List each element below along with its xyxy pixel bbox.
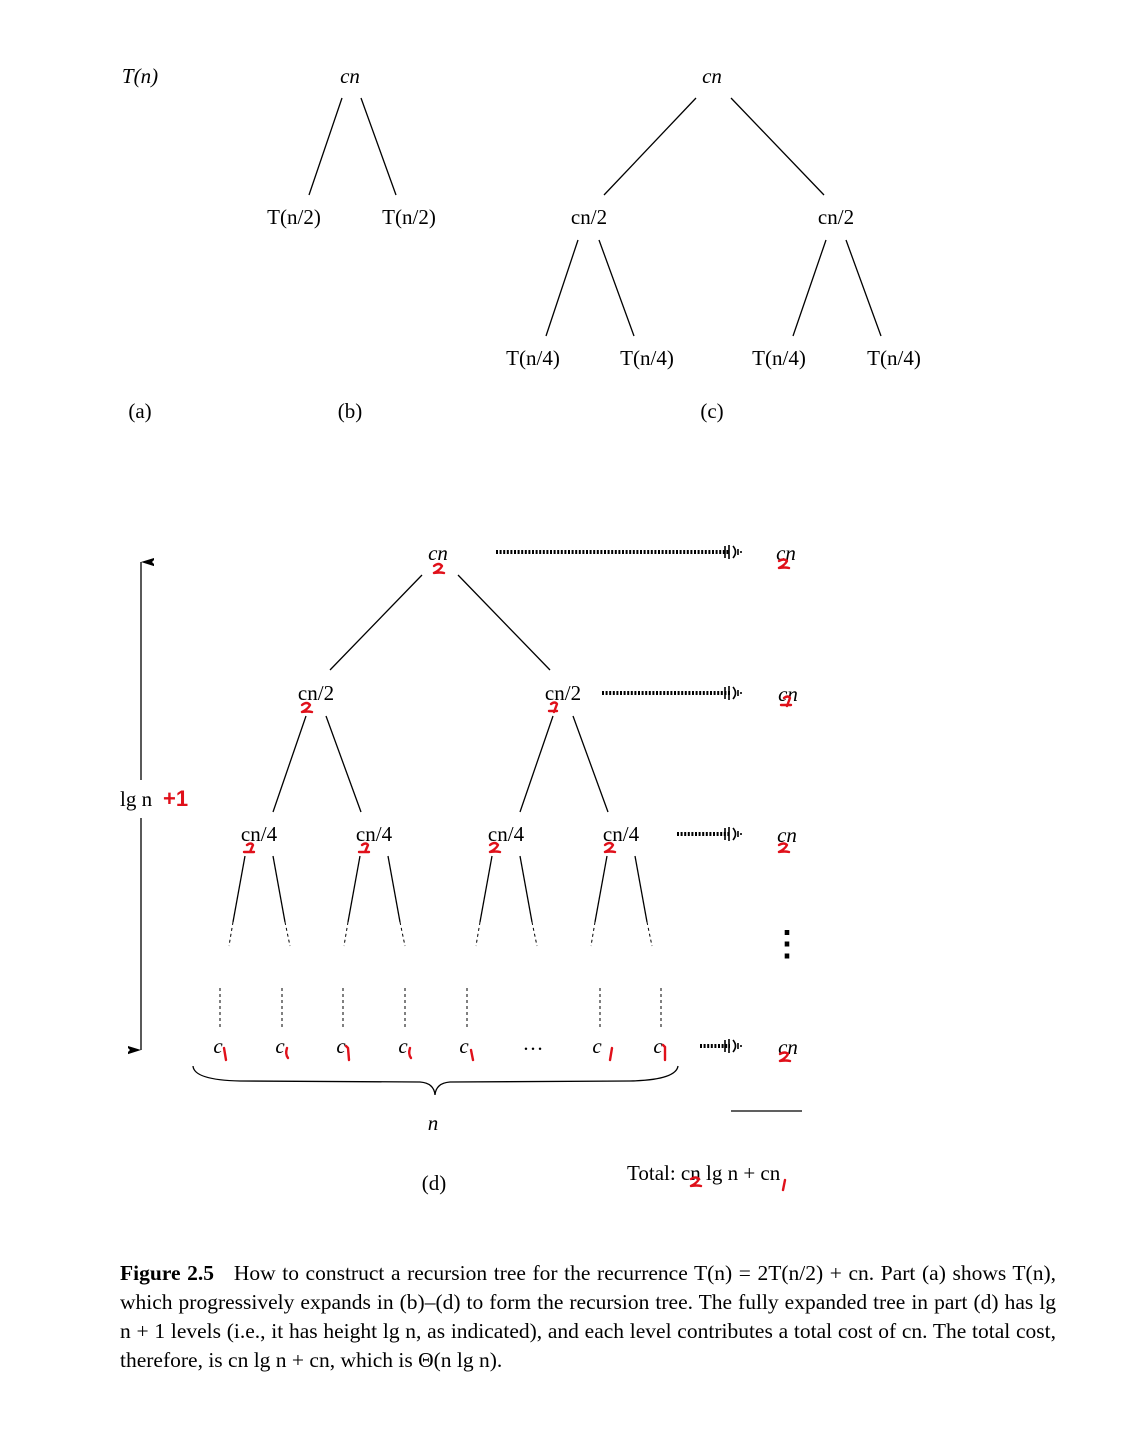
c-leaf: T(n/4): [752, 346, 806, 370]
b-edge-right: [360, 97, 397, 196]
ink-mark: [777, 558, 791, 570]
c-edge: [545, 239, 579, 337]
ink-mark: [603, 841, 617, 854]
part-b: cn T(n/2) T(n/2) (b): [267, 64, 436, 423]
ink-mark: [242, 842, 256, 854]
a-node: T(n): [122, 64, 158, 88]
d-edge: [457, 574, 551, 671]
d-edge: [325, 715, 362, 813]
b-root: cn: [340, 64, 360, 88]
ink-mark: [357, 842, 371, 854]
c-edge: [845, 239, 882, 337]
d-leaf: c: [653, 1034, 663, 1058]
brace-label: n: [428, 1111, 439, 1135]
c-leaf: T(n/4): [867, 346, 921, 370]
d-leaf: c: [592, 1034, 602, 1058]
c-edge: [598, 239, 635, 337]
ink-mark: [778, 1051, 792, 1063]
d-level2-node: cn/4: [356, 822, 393, 846]
cost-arrows: [496, 545, 742, 1053]
height-label: lg n: [120, 787, 153, 811]
d-dashed-edges: [219, 921, 662, 1028]
a-label: (a): [128, 399, 151, 423]
d-leaf: c: [336, 1034, 346, 1058]
d-level1-node: cn/2: [545, 681, 581, 705]
ink-mark: [432, 562, 446, 575]
d-leaf: c: [459, 1034, 469, 1058]
part-a: T(n) (a): [122, 64, 158, 423]
d-leaf: c: [275, 1034, 285, 1058]
d-edge: [329, 574, 423, 671]
b-right: T(n/2): [382, 205, 436, 229]
c-edge-left: [603, 97, 697, 196]
c-leaf: T(n/4): [506, 346, 560, 370]
figure-caption: Figure 2.5 How to construct a recursion …: [120, 1259, 1056, 1375]
d-edge: [519, 715, 554, 813]
level-cost: cn: [777, 823, 797, 847]
ink-mark: [547, 701, 559, 714]
c-label: (c): [700, 399, 723, 423]
height-annotation: +1: [163, 786, 188, 811]
ink-mark: [781, 1178, 787, 1192]
caption-text: How to construct a recursion tree for th…: [120, 1261, 1057, 1372]
d-level2-node: cn/4: [241, 822, 278, 846]
part-d: lg n +1 cn cn/2 cn/2 cn/4 cn/4 cn/4 cn/4: [120, 541, 804, 1195]
d-leaf: c: [213, 1034, 223, 1058]
d-lower-edges: [232, 855, 648, 923]
d-leaf: c: [398, 1034, 408, 1058]
ink-mark: [689, 1176, 703, 1188]
b-left: T(n/2): [267, 205, 321, 229]
b-edge-left: [308, 97, 343, 196]
c-right: cn/2: [818, 205, 854, 229]
d-level1-node: cn/2: [298, 681, 334, 705]
c-edge: [792, 239, 827, 337]
figure-number: Figure 2.5: [120, 1261, 214, 1285]
d-leaf-ellipsis: …: [523, 1031, 544, 1055]
b-label: (b): [338, 399, 363, 423]
c-leaf: T(n/4): [620, 346, 674, 370]
part-c: cn cn/2 cn/2 T(n/4) T(n/4) T(n/4) T(n/4)…: [506, 64, 921, 423]
total-cost: Total: cn lg n + cn: [627, 1161, 781, 1185]
leaf-ink-marks: [222, 1043, 667, 1062]
c-root: cn: [702, 64, 722, 88]
ink-mark: [300, 701, 314, 714]
level-cost: cn: [778, 682, 798, 706]
ink-mark: [488, 841, 502, 854]
d-label: (d): [422, 1171, 447, 1195]
c-edge-right: [730, 97, 825, 196]
leaf-brace: [192, 1065, 679, 1096]
d-edge: [272, 715, 307, 813]
d-root: cn: [428, 541, 448, 565]
c-left: cn/2: [571, 205, 607, 229]
ink-mark: [779, 695, 793, 708]
d-edge: [572, 715, 609, 813]
recursion-tree-figure: T(n) (a) cn T(n/2) T(n/2) (b) cn cn/2 cn…: [120, 64, 921, 1195]
level-cost-vdots: ⋮: [770, 926, 804, 963]
ink-mark: [777, 842, 791, 854]
